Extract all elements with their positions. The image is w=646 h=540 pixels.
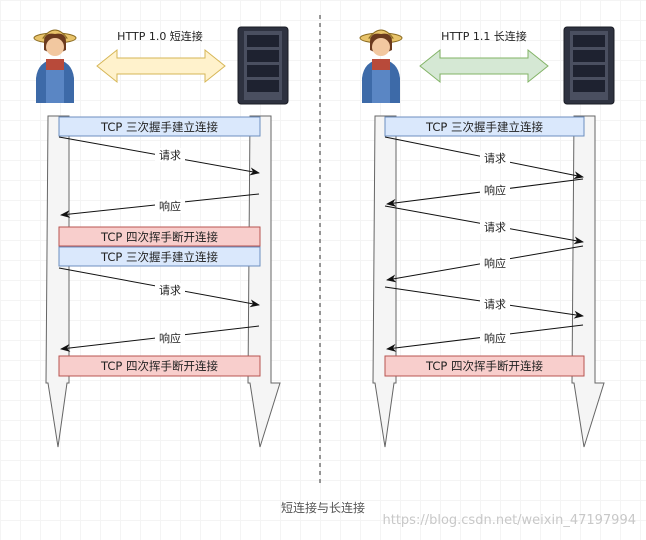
- source-watermark: https://blog.csdn.net/weixin_47197994: [382, 513, 636, 528]
- message-arrow: 请求: [58, 136, 260, 176]
- message-arrow: 响应: [386, 245, 584, 283]
- persistent-connection-panel: HTTP 1.1 长连接 TCP 三次握手建立连接 请求 响应 请求: [359, 26, 615, 448]
- bidirectional-arrow: [96, 48, 226, 84]
- bidirectional-arrow: [419, 48, 549, 84]
- message-label: 请求: [484, 152, 506, 165]
- step-label: TCP 四次挥手断开连接: [425, 359, 543, 373]
- step-label: TCP 三次握手建立连接: [100, 120, 218, 134]
- client-lifeline: [45, 115, 70, 448]
- step-box: TCP 三次握手建立连接: [58, 116, 261, 137]
- step-label: TCP 四次挥手断开连接: [100, 230, 218, 244]
- server-lifeline: [571, 115, 605, 448]
- short-connection-panel: HTTP 1.0 短连接 TCP 三次握手建立连接 请求 响应 TCP 四次挥手…: [33, 26, 289, 448]
- server-lifeline: [247, 115, 281, 448]
- diagram-caption: 短连接与长连接: [280, 501, 365, 515]
- step-label: TCP 三次握手建立连接: [425, 120, 543, 134]
- message-arrow: 响应: [386, 178, 584, 207]
- message-label: 请求: [159, 284, 181, 297]
- step-box: TCP 三次握手建立连接: [384, 116, 585, 137]
- client-lifeline: [372, 115, 397, 448]
- server-rack-icon: [237, 26, 289, 105]
- step-label: TCP 四次挥手断开连接: [100, 359, 218, 373]
- protocol-title: HTTP 1.0 短连接: [117, 29, 203, 43]
- client-person-icon: [33, 29, 77, 103]
- message-arrow: 请求: [384, 286, 584, 319]
- message-label: 请求: [484, 221, 506, 234]
- message-label: 请求: [159, 149, 181, 162]
- message-label: 请求: [484, 298, 506, 311]
- step-box: TCP 四次挥手断开连接: [58, 226, 261, 247]
- message-arrow: 请求: [384, 205, 584, 245]
- message-arrow: 响应: [386, 324, 584, 352]
- message-arrow: 请求: [58, 267, 260, 308]
- message-label: 响应: [484, 183, 506, 197]
- client-person-icon: [359, 29, 403, 103]
- message-label: 响应: [159, 331, 181, 345]
- protocol-title: HTTP 1.1 长连接: [441, 30, 527, 43]
- message-arrow: 请求: [384, 136, 584, 180]
- message-arrow: 响应: [60, 193, 260, 219]
- message-arrow: 响应: [60, 325, 260, 352]
- step-label: TCP 三次握手建立连接: [100, 250, 218, 264]
- message-label: 响应: [484, 331, 506, 345]
- message-label: 响应: [484, 256, 506, 270]
- step-box: TCP 三次握手建立连接: [58, 246, 261, 267]
- step-box: TCP 四次挥手断开连接: [58, 355, 261, 377]
- message-label: 响应: [159, 199, 181, 213]
- step-box: TCP 四次挥手断开连接: [384, 355, 585, 377]
- server-rack-icon: [563, 26, 615, 105]
